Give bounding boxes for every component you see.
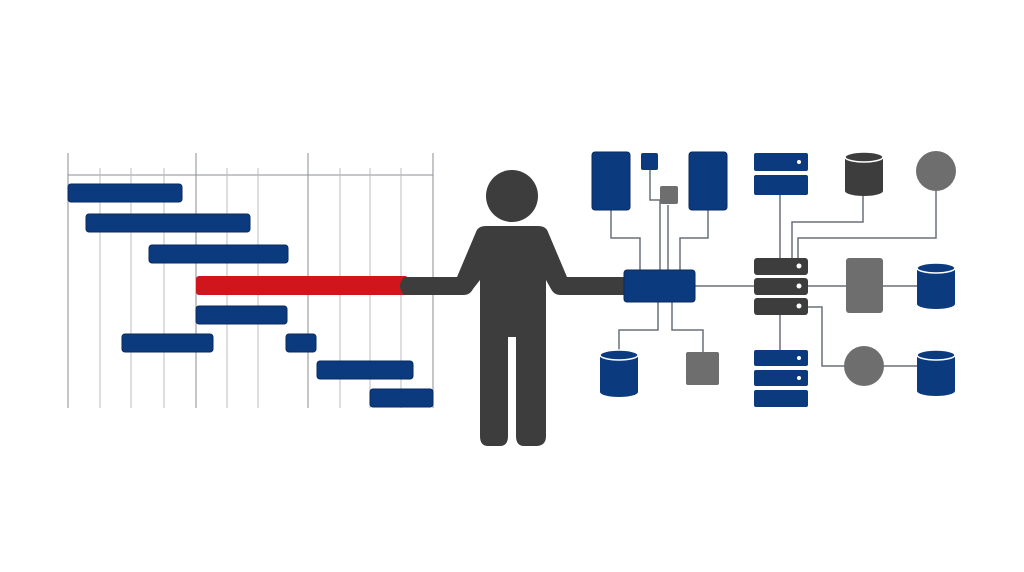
hub-icon xyxy=(623,269,696,303)
gray-square-icon xyxy=(686,352,719,385)
gantt-task-bar xyxy=(195,305,288,325)
dark-server-stack-icon xyxy=(754,258,808,315)
person-head xyxy=(486,170,538,222)
connector-line xyxy=(797,190,937,268)
gray-circle-icon xyxy=(844,346,884,386)
gantt-bars xyxy=(67,183,434,408)
gantt-chart xyxy=(67,153,434,408)
document-icon xyxy=(591,151,631,211)
gantt-task-bar xyxy=(121,333,214,353)
gantt-critical-task-bar xyxy=(196,276,408,295)
gantt-task-bar xyxy=(316,360,414,380)
database-icon xyxy=(916,349,956,396)
gantt-task-bar xyxy=(369,388,434,408)
connector-line xyxy=(806,306,845,367)
network-connections xyxy=(610,170,937,367)
gray-panel-icon xyxy=(846,258,883,313)
small-square-icon xyxy=(641,153,658,170)
server-stack-icon xyxy=(754,350,808,407)
person-icon xyxy=(400,170,631,446)
connector-line xyxy=(618,302,659,352)
dark-database-icon xyxy=(844,151,884,196)
gantt-task-bar xyxy=(85,213,251,233)
gray-circle-icon xyxy=(916,151,956,191)
connector-line xyxy=(671,302,704,352)
database-icon xyxy=(599,349,639,397)
gantt-task-bar xyxy=(285,333,317,353)
gantt-task-bar xyxy=(67,183,183,203)
document-icon xyxy=(688,151,728,211)
connector-line xyxy=(679,209,709,272)
network-nodes xyxy=(591,151,956,407)
gray-square-icon xyxy=(660,186,678,204)
gantt-task-bar xyxy=(148,244,289,264)
server-stack-icon xyxy=(754,153,808,195)
person-body xyxy=(400,226,631,446)
connector-line xyxy=(649,170,661,272)
database-icon xyxy=(916,262,956,309)
connector-line xyxy=(791,194,864,258)
connector-line xyxy=(610,209,641,272)
